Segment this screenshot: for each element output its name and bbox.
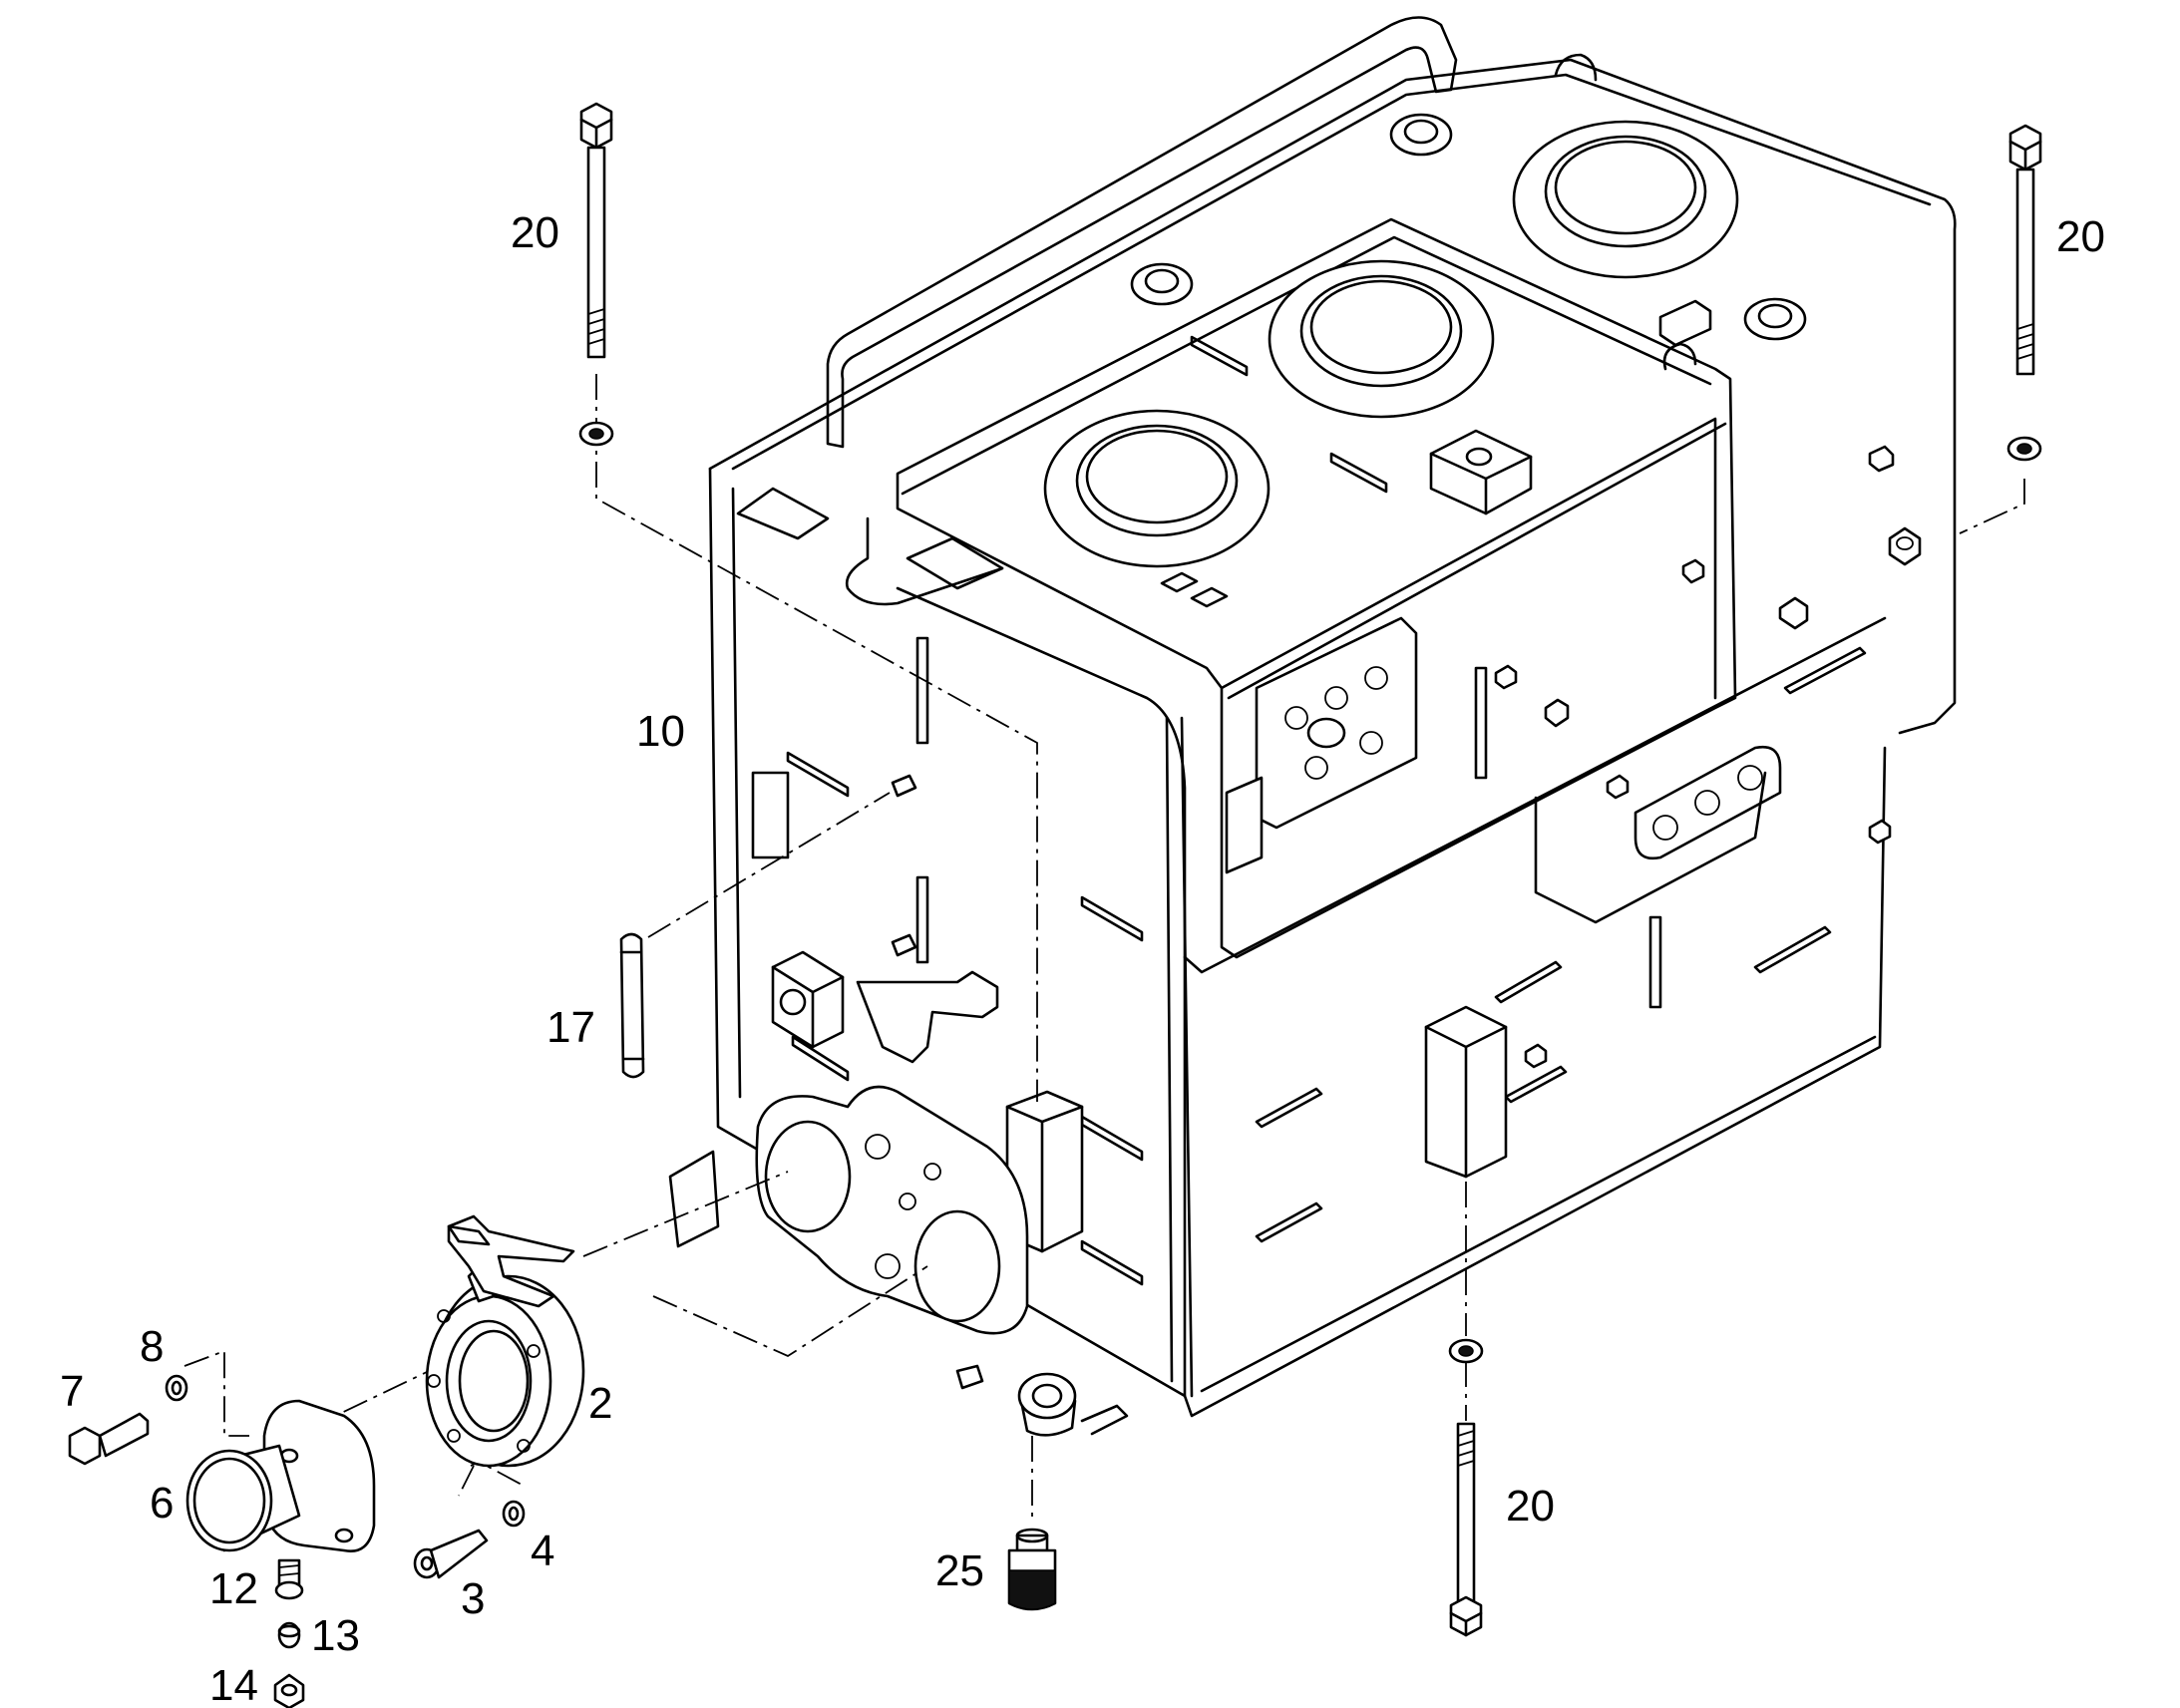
washer-8 (165, 1374, 188, 1402)
callout-4: 4 (531, 1527, 554, 1575)
callout-13: 13 (311, 1611, 360, 1660)
callout-25: 25 (935, 1546, 984, 1595)
top-flange-right (1512, 120, 1739, 279)
callout-2: 2 (588, 1379, 612, 1428)
bolt-20-top-right (2006, 124, 2042, 462)
top-flange-middle (1268, 259, 1495, 419)
callout-17: 17 (546, 1003, 595, 1052)
callout-20-top-left: 20 (511, 208, 559, 257)
callout-12: 12 (209, 1564, 258, 1613)
callout-labels: 20 20 20 10 17 2 8 7 6 4 3 12 13 14 25 (60, 208, 2105, 1708)
callout-20-bottom: 20 (1506, 1482, 1555, 1531)
rod-17 (619, 932, 645, 1079)
plug-12 (274, 1558, 304, 1600)
callout-8: 8 (140, 1322, 164, 1371)
washer-4-hole (508, 1506, 520, 1522)
callout-14: 14 (209, 1661, 258, 1708)
assembly-leader-lines (183, 374, 2025, 1521)
side-boss-plate (1634, 745, 1782, 860)
callout-3: 3 (461, 1574, 485, 1623)
ring-13 (277, 1621, 301, 1649)
bolt-7 (68, 1412, 150, 1466)
top-flange-left (1043, 409, 1271, 568)
gearbox-housing (668, 16, 1957, 1437)
flange-2 (425, 1214, 585, 1468)
bolt-20-top-left (578, 102, 614, 447)
callout-10: 10 (636, 707, 685, 756)
washer-4 (502, 1500, 526, 1528)
housing-6 (185, 1399, 376, 1552)
callout-20-top-right: 20 (2056, 212, 2105, 261)
bolt-20-bottom (1448, 1338, 1484, 1637)
lower-bearing-plate (755, 1085, 1029, 1335)
nut-14 (273, 1673, 305, 1708)
screw-3 (413, 1529, 489, 1579)
callout-6: 6 (150, 1479, 174, 1528)
washer-8-hole (171, 1380, 182, 1396)
drain-plug-25 (1007, 1528, 1057, 1611)
callout-7: 7 (60, 1367, 84, 1416)
front-mount-plate (1255, 616, 1418, 830)
